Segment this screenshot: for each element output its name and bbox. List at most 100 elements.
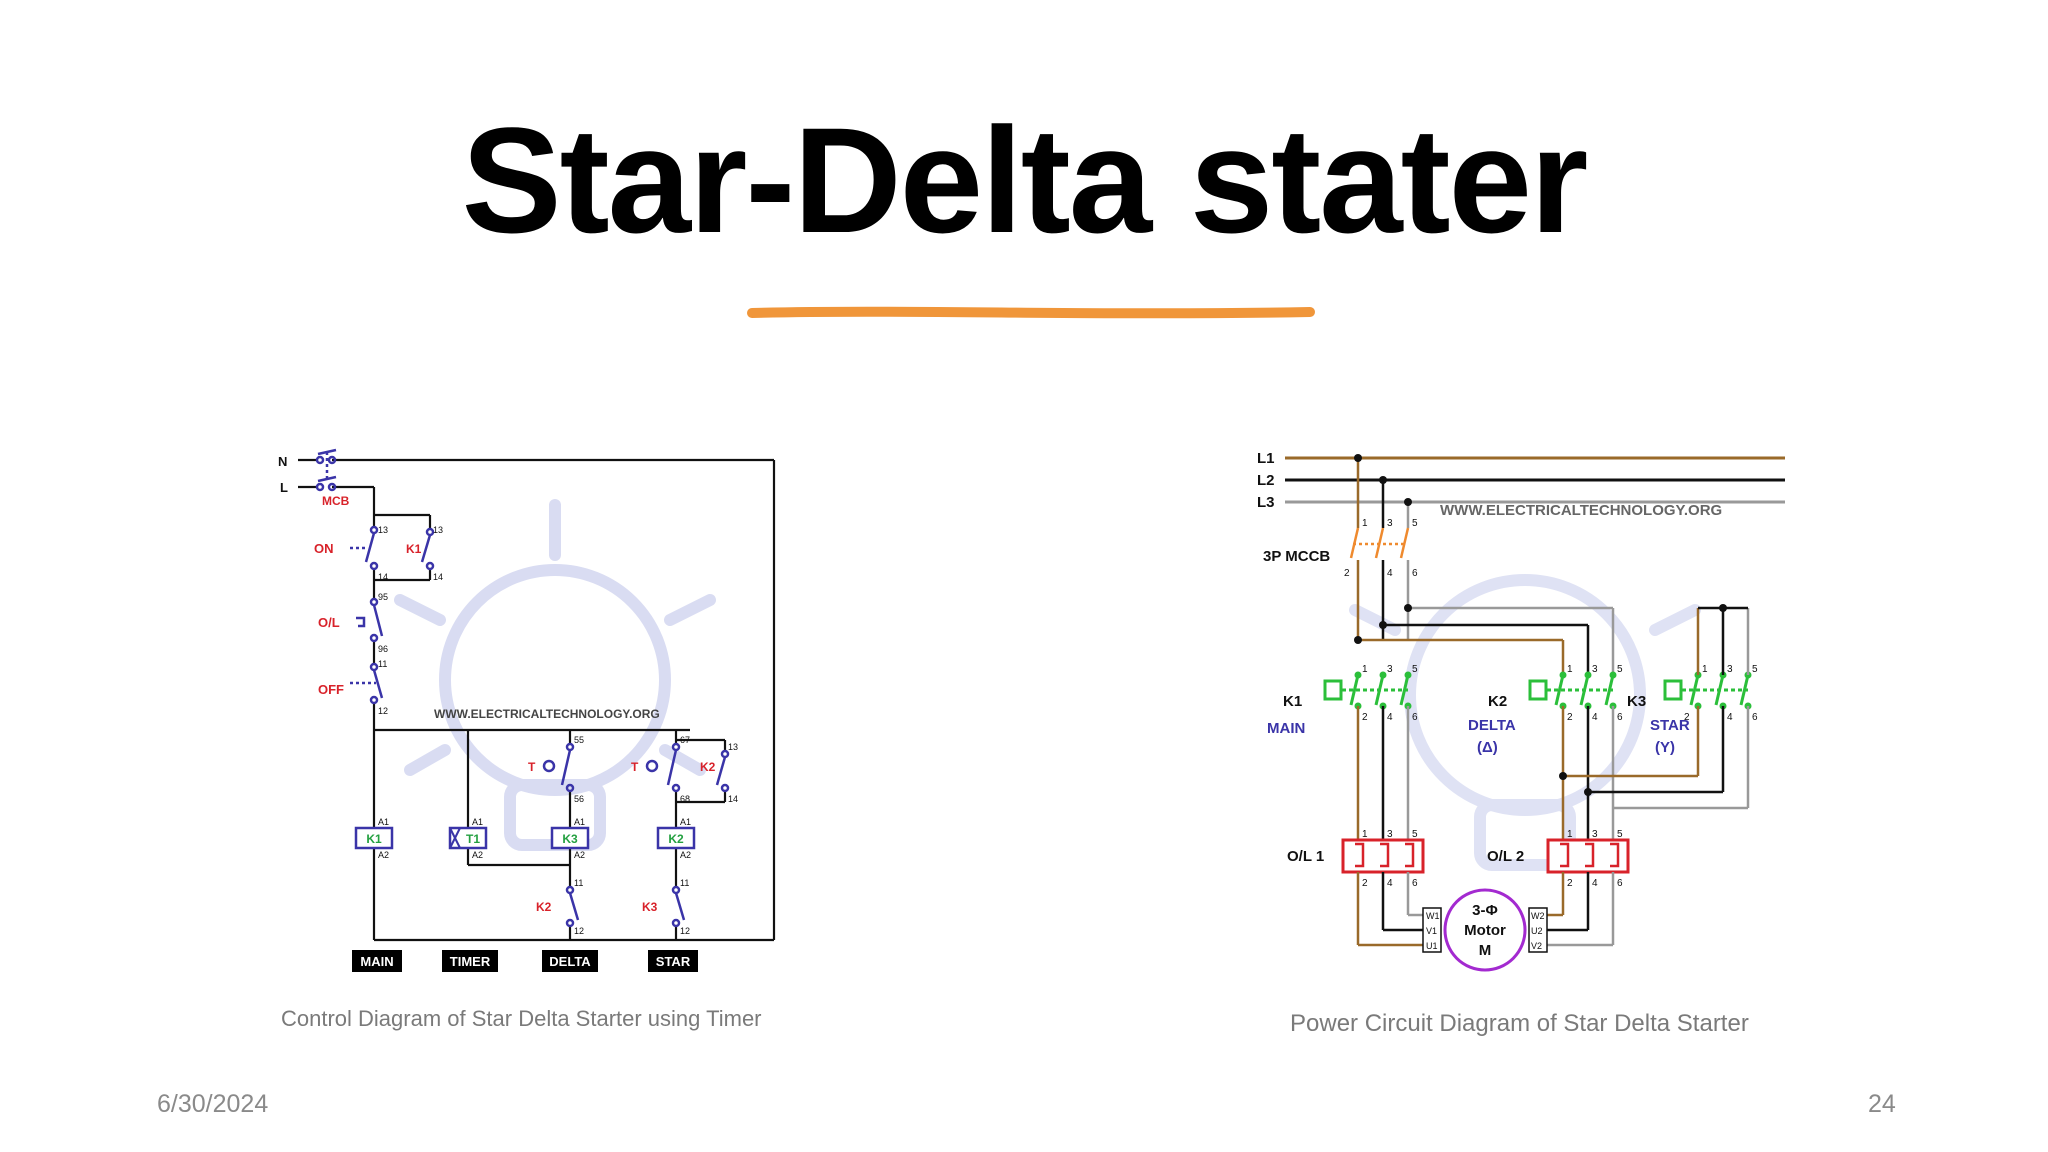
svg-text:14: 14: [378, 572, 388, 582]
line-l2-label: L2: [1257, 472, 1275, 489]
overload-relay-2: [1546, 838, 1630, 874]
branch-label-timer: TIMER: [442, 950, 498, 972]
svg-text:5: 5: [1412, 664, 1418, 675]
svg-text:14: 14: [728, 794, 738, 804]
svg-text:96: 96: [378, 644, 388, 654]
svg-text:2: 2: [1567, 878, 1573, 889]
svg-text:A2: A2: [680, 850, 691, 860]
k2-interlock-label: K2: [536, 900, 552, 914]
svg-text:13: 13: [378, 525, 388, 535]
svg-text:6: 6: [1617, 878, 1623, 889]
svg-text:2: 2: [1684, 712, 1690, 723]
svg-text:3-Φ: 3-Φ: [1472, 902, 1498, 919]
svg-text:K3: K3: [562, 832, 578, 846]
motor-icon: 3-Φ Motor M: [1443, 888, 1527, 972]
svg-text:6: 6: [1752, 712, 1758, 723]
power-watermark: WWW.ELECTRICALTECHNOLOGY.ORG: [1440, 502, 1722, 519]
svg-text:W2: W2: [1531, 911, 1545, 921]
svg-text:TIMER: TIMER: [450, 954, 491, 969]
svg-text:4: 4: [1387, 712, 1393, 723]
branch-label-star: STAR: [648, 950, 698, 972]
svg-text:K2: K2: [668, 832, 684, 846]
svg-text:55: 55: [574, 735, 584, 745]
svg-text:6: 6: [1412, 712, 1418, 723]
svg-text:STAR: STAR: [656, 954, 691, 969]
svg-text:3: 3: [1592, 829, 1598, 840]
svg-text:M: M: [1479, 942, 1492, 959]
svg-text:2: 2: [1362, 712, 1368, 723]
line-l1-label: L1: [1257, 450, 1275, 467]
svg-text:4: 4: [1727, 712, 1733, 723]
power-diagram: 3-Φ Motor M W1 V1 U1 W2 U2 V2 L1 L2 L3 3…: [1257, 450, 1785, 972]
svg-text:6: 6: [1412, 878, 1418, 889]
coil-k3: K3: [550, 826, 590, 850]
svg-text:11: 11: [680, 878, 689, 888]
svg-text:V1: V1: [1426, 926, 1437, 936]
svg-text:5: 5: [1412, 829, 1418, 840]
svg-text:12: 12: [574, 926, 584, 936]
k1-hold-label: K1: [406, 542, 422, 556]
ol1-label: O/L 1: [1287, 848, 1324, 865]
svg-text:3: 3: [1387, 664, 1393, 675]
k1-role-label: MAIN: [1267, 720, 1305, 737]
svg-text:12: 12: [378, 706, 388, 716]
k3-role-label: STAR: [1650, 717, 1690, 734]
line-l3-label: L3: [1257, 494, 1275, 511]
svg-text:U1: U1: [1426, 941, 1438, 951]
svg-text:11: 11: [378, 659, 387, 669]
svg-text:K1: K1: [366, 832, 382, 846]
svg-text:1: 1: [1362, 829, 1368, 840]
svg-text:13: 13: [728, 742, 738, 752]
svg-text:2: 2: [1344, 568, 1350, 579]
svg-text:A1: A1: [472, 817, 483, 827]
svg-text:A1: A1: [680, 817, 691, 827]
svg-text:1: 1: [1567, 664, 1573, 675]
bulb-watermark-icon: [1349, 574, 1701, 871]
svg-text:4: 4: [1592, 712, 1598, 723]
svg-text:56: 56: [574, 794, 584, 804]
svg-text:5: 5: [1412, 518, 1418, 529]
k3-symbol-label: (Y): [1655, 739, 1675, 756]
control-diagram: K1 T1 K3 K2 N L MCB ON K1 O/L OFF T T K2…: [278, 448, 776, 972]
mcb-label: MCB: [322, 494, 350, 508]
off-label: OFF: [318, 682, 344, 697]
k2-role-label: DELTA: [1468, 717, 1516, 734]
power-diagram-caption: Power Circuit Diagram of Star Delta Star…: [1290, 1010, 1749, 1037]
mccb-label: 3P MCCB: [1263, 548, 1330, 565]
timer-contact-label-2: T: [631, 760, 639, 774]
supply-l-label: L: [280, 480, 288, 495]
on-label: ON: [314, 541, 334, 556]
svg-text:12: 12: [680, 926, 690, 936]
k2-label: K2: [1488, 693, 1507, 710]
svg-text:11: 11: [574, 878, 583, 888]
k3-label: K3: [1627, 693, 1646, 710]
svg-text:A1: A1: [574, 817, 585, 827]
svg-text:5: 5: [1617, 664, 1623, 675]
svg-text:3: 3: [1387, 829, 1393, 840]
svg-text:A2: A2: [574, 850, 585, 860]
branch-label-main: MAIN: [352, 950, 402, 972]
coil-k2: K2: [656, 826, 696, 850]
svg-text:A2: A2: [378, 850, 389, 860]
svg-text:1: 1: [1567, 829, 1573, 840]
svg-text:95: 95: [378, 592, 388, 602]
k2-hold-label: K2: [700, 760, 716, 774]
bulb-watermark-icon: [394, 499, 716, 851]
svg-text:T1: T1: [466, 832, 480, 846]
k3-interlock-label: K3: [642, 900, 658, 914]
svg-text:6: 6: [1412, 568, 1418, 579]
supply-n-label: N: [278, 454, 287, 469]
svg-text:5: 5: [1752, 664, 1758, 675]
svg-text:3: 3: [1387, 518, 1393, 529]
slide-date: 6/30/2024: [157, 1090, 269, 1118]
ol-label: O/L: [318, 615, 340, 630]
svg-text:MAIN: MAIN: [360, 954, 393, 969]
slide-page-number: 24: [1868, 1090, 1896, 1118]
timer-contact-label: T: [528, 760, 536, 774]
svg-text:V2: V2: [1531, 941, 1542, 951]
svg-text:W1: W1: [1426, 911, 1440, 921]
svg-text:2: 2: [1362, 878, 1368, 889]
coil-k1: K1: [354, 826, 394, 850]
k1-label: K1: [1283, 693, 1302, 710]
svg-text:4: 4: [1592, 878, 1598, 889]
